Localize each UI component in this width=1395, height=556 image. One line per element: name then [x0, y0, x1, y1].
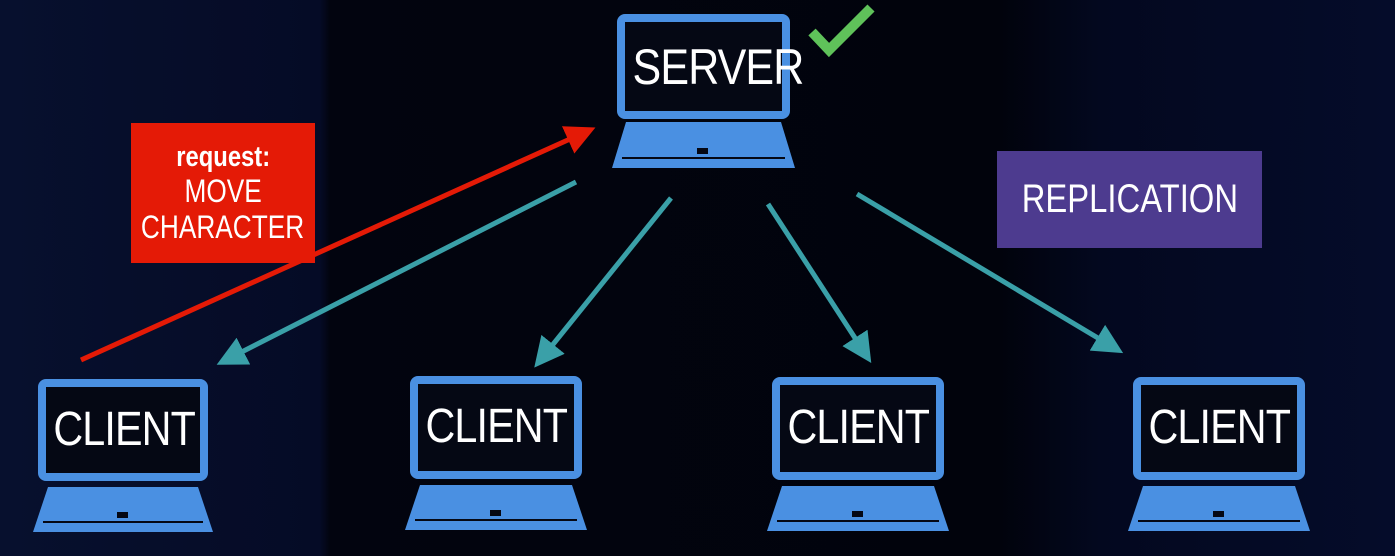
request-line-2: MOVE: [184, 173, 262, 209]
server-laptop: [612, 14, 795, 168]
check-icon: [808, 4, 875, 58]
client-label-1: CLIENT: [53, 403, 196, 456]
replication-arrow-1: [216, 179, 578, 365]
client-laptop-4: [1128, 377, 1310, 531]
request-arrow: [79, 126, 596, 363]
replication-arrow-3: [765, 202, 872, 364]
replication-arrow-4: [855, 191, 1124, 354]
client-laptop-1: [33, 379, 213, 532]
client-label-3: CLIENT: [787, 401, 930, 454]
request-line-1: request:: [176, 141, 270, 173]
request-line-3: CHARACTER: [141, 209, 305, 245]
replication-box: REPLICATION: [997, 151, 1262, 248]
client-label-4: CLIENT: [1148, 401, 1291, 454]
request-box: request: MOVE CHARACTER: [131, 123, 315, 263]
client-laptop-3: [767, 377, 949, 531]
server-label: SERVER: [632, 39, 805, 95]
client-label-2: CLIENT: [425, 400, 568, 453]
replication-label: REPLICATION: [1021, 177, 1238, 221]
client-laptop-2: [405, 376, 587, 530]
replication-arrow-2: [534, 196, 673, 368]
